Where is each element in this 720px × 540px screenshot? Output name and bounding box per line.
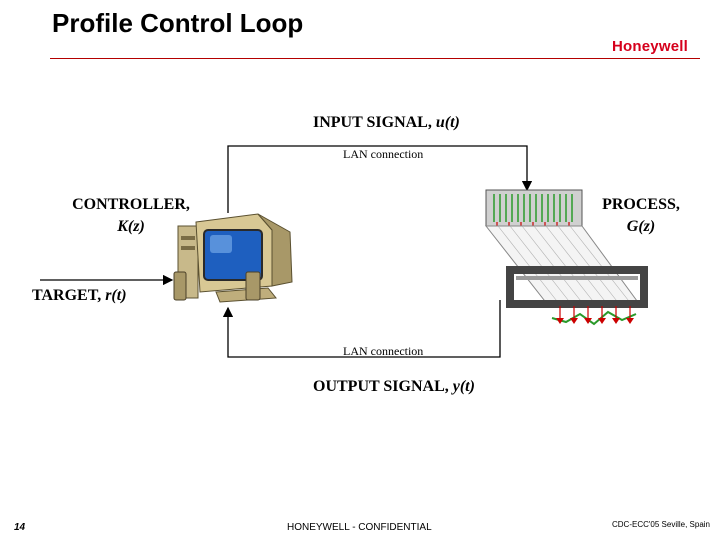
output-signal-label: OUTPUT SIGNAL, y(t)	[313, 378, 475, 396]
process-label: PROCESS, G(z)	[586, 194, 696, 238]
lan-connection-top-label: LAN connection	[343, 147, 424, 161]
target-var: r(t)	[105, 287, 127, 304]
computer-icon	[173, 213, 293, 303]
input-signal-connector	[227, 145, 533, 213]
lan-connection-bottom-label: LAN connection	[343, 344, 424, 358]
footer-confidential: HONEYWELL - CONFIDENTIAL	[287, 522, 432, 533]
honeywell-logo: Honeywell	[612, 38, 688, 55]
input-signal-label: INPUT SIGNAL, u(t)	[313, 114, 460, 132]
footer-conference: CDC-ECC'05 Seville, Spain	[612, 520, 711, 529]
page-number: 14	[14, 522, 26, 533]
controller-label: CONTROLLER, K(z)	[56, 194, 206, 238]
controller-name: CONTROLLER,	[72, 196, 190, 213]
slide-title: Profile Control Loop	[52, 8, 304, 38]
process-machine-icon	[484, 189, 648, 326]
input-signal-text: INPUT SIGNAL,	[313, 114, 436, 131]
input-signal-var: u(t)	[435, 114, 460, 131]
process-name: PROCESS,	[602, 196, 680, 213]
output-signal-text: OUTPUT SIGNAL,	[313, 378, 453, 395]
target-text: TARGET,	[32, 287, 106, 304]
header-rule	[50, 58, 700, 59]
output-signal-connector	[222, 300, 501, 358]
target-label: TARGET, r(t)	[32, 287, 127, 305]
process-transfer-fn: G(z)	[626, 218, 656, 235]
output-signal-var: y(t)	[452, 378, 475, 395]
controller-transfer-fn: K(z)	[117, 218, 145, 235]
